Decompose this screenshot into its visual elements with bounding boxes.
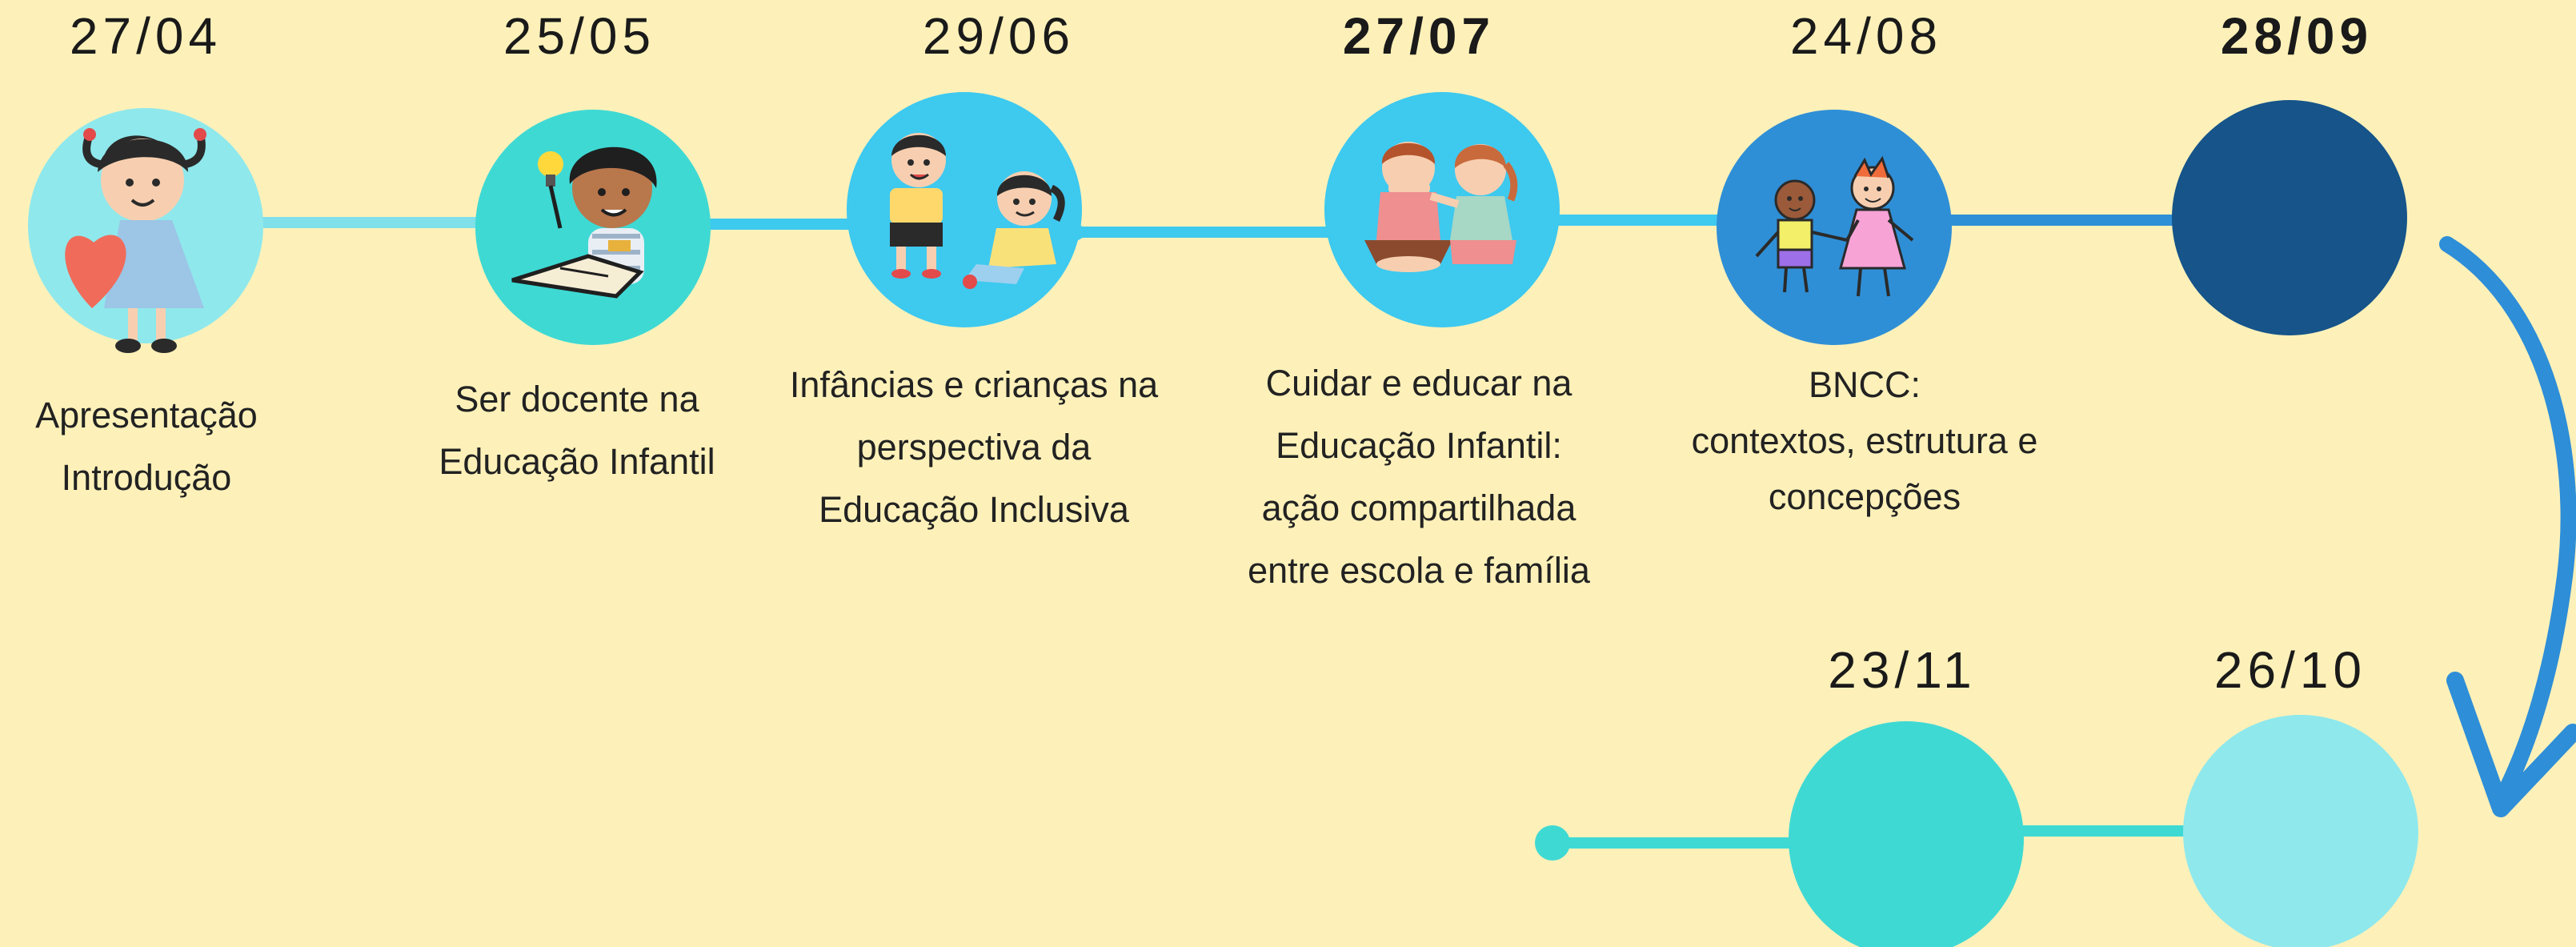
milestone-5-line-1: BNCC: [1808,364,1921,405]
milestone-5-label: BNCC: contextos, estrutura e concepções [1641,357,2089,525]
girl-hugging-heart-icon [65,128,206,353]
milestone-3-label: Infâncias e crianças na perspectiva da E… [750,354,1198,541]
milestone-26-10-date: 26/10 [2213,641,2367,699]
milestone-23-11-circle [1789,721,2024,947]
milestone-4-line-1: Cuidar e educar na [1265,363,1572,403]
milestone-26-10-circle [2183,715,2418,947]
milestone-4-line-4: entre escola e família [1248,550,1590,591]
milestone-4-circle [1324,92,1560,327]
milestone-4-label: Cuidar e educar na Educação Infantil: aç… [1195,352,1643,602]
milestone-1-line-1: Apresentação [35,395,258,435]
milestone-6-date: 28/09 [2220,7,2374,65]
milestone-5-line-3: concepções [1768,476,1961,517]
milestone-5-date: 24/08 [1789,7,1943,65]
milestone-3-date: 29/06 [922,7,1076,65]
bottom-connectors [1535,825,2185,861]
milestone-4-line-2: Educação Infantil: [1276,425,1562,466]
milestone-3-line-1: Infâncias e crianças na [789,364,1159,405]
curved-arrow-icon [2439,236,2576,817]
milestone-6-circle [2172,100,2407,335]
milestone-5-line-2: contextos, estrutura e [1691,420,2038,461]
milestone-3-line-2: perspectiva da [856,427,1092,467]
milestone-1-line-2: Introdução [61,457,232,498]
milestone-4-date: 27/07 [1342,7,1496,65]
milestone-4-line-3: ação compartilhada [1261,488,1576,528]
children-comforting-icon [1364,142,1518,272]
timeline-start-dot [1535,825,1570,861]
children-holding-hands-icon [1755,155,1914,297]
milestone-3-line-3: Educação Inclusiva [819,489,1129,530]
milestone-2-label: Ser docente na Educação Infantil [353,368,801,493]
milestone-1-label: Apresentação Introdução [0,384,371,509]
milestone-5-circle [1717,110,1952,345]
milestone-2-circle [475,110,711,345]
milestone-2-date: 25/05 [503,7,656,65]
milestone-2-line-1: Ser docente na [455,379,699,419]
child-reading-book-icon [511,146,657,299]
two-children-playing-icon [890,133,1065,289]
milestone-2-line-2: Educação Infantil [439,441,715,482]
milestone-23-11-date: 23/11 [1828,641,1977,699]
milestone-1-date: 27/04 [69,7,222,65]
bottom-milestones [1789,715,2418,947]
